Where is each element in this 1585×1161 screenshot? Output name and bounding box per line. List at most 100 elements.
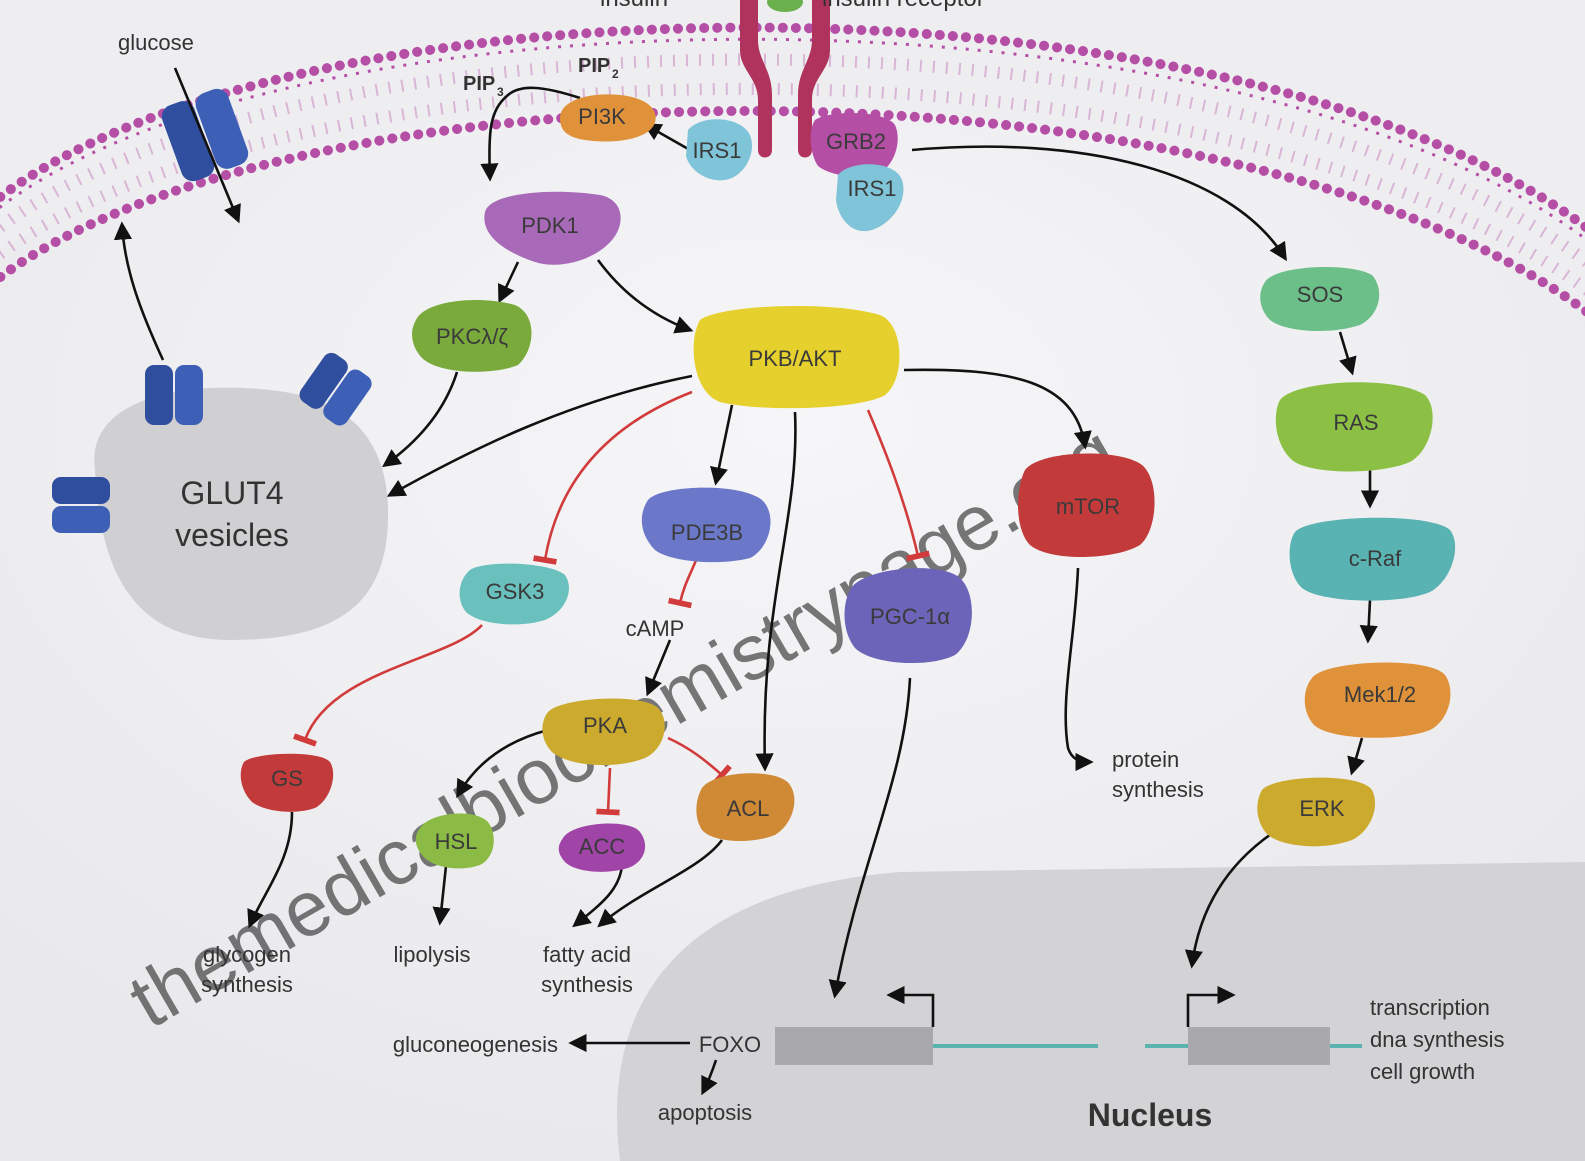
inhibit-pkb-pgc bbox=[866, 409, 931, 562]
irs1-left-label: IRS1 bbox=[693, 138, 742, 163]
inhibit-pkb-gsk3 bbox=[532, 390, 693, 565]
glut-transporter-vesicle-3 bbox=[52, 477, 110, 533]
erk-label: ERK bbox=[1299, 796, 1345, 821]
node-erk: ERK bbox=[1257, 777, 1376, 847]
apoptosis-label: apoptosis bbox=[658, 1100, 752, 1125]
acc-label: ACC bbox=[579, 834, 626, 859]
gsk3-label: GSK3 bbox=[486, 579, 545, 604]
glycogen-label-1: glycogen bbox=[203, 942, 291, 967]
edge-pkb-to-acl bbox=[755, 411, 797, 772]
pdk1-label: PDK1 bbox=[521, 213, 578, 238]
node-irs1-left: IRS1 bbox=[686, 119, 752, 181]
edge-pkb-to-pde3b bbox=[710, 404, 734, 486]
dna-synthesis-label: dna synthesis bbox=[1370, 1027, 1505, 1052]
node-pka: PKA bbox=[542, 698, 665, 766]
grb2-label: GRB2 bbox=[826, 129, 886, 154]
edge-acl-to-fatty-acid bbox=[597, 839, 724, 928]
hsl-label: HSL bbox=[435, 829, 478, 854]
glycogen-label-2: synthesis bbox=[201, 972, 293, 997]
node-ras: RAS bbox=[1275, 382, 1433, 472]
protein-synthesis-label-2: synthesis bbox=[1112, 777, 1204, 802]
insulin-receptor-label: insulin receptor bbox=[822, 0, 985, 12]
lipolysis-label: lipolysis bbox=[393, 942, 470, 967]
node-pkc: PKCλ/ζ bbox=[412, 300, 532, 372]
edge-pdk1-to-pkb bbox=[596, 259, 694, 334]
inhibit-pde3b-camp bbox=[667, 557, 699, 609]
edge-hsl-to-lipolysis bbox=[432, 865, 451, 926]
edge-pdk1-to-pkc bbox=[498, 261, 520, 304]
node-gsk3: GSK3 bbox=[459, 563, 569, 625]
protein-synthesis-label-1: protein bbox=[1112, 747, 1179, 772]
node-acc: ACC bbox=[558, 823, 646, 872]
ras-label: RAS bbox=[1333, 410, 1378, 435]
node-acl: ACL bbox=[696, 773, 795, 842]
insulin-label: insulin bbox=[600, 0, 668, 12]
pi3k-label: PI3K bbox=[578, 104, 626, 129]
mek12-label: Mek1/2 bbox=[1344, 682, 1416, 707]
pgc-1a-label: PGC-1α bbox=[870, 604, 950, 629]
insulin-receptor bbox=[740, 0, 830, 158]
pkc-label: PKCλ/ζ bbox=[436, 324, 508, 349]
edge-glucose-transport bbox=[173, 67, 241, 224]
pip3-subscript: 3 bbox=[497, 85, 504, 99]
pkb-akt-label: PKB/AKT bbox=[749, 346, 842, 371]
edge-pkc-to-glut4 bbox=[382, 371, 459, 468]
nucleus-region bbox=[617, 862, 1585, 1161]
pip3-label: PIP bbox=[463, 73, 495, 95]
c-raf-label: c-Raf bbox=[1349, 546, 1402, 571]
inhibit-pka-acl bbox=[667, 736, 732, 786]
edge-mek-to-erk bbox=[1347, 737, 1365, 776]
edge-vesicle-to-membrane bbox=[113, 221, 165, 361]
node-grb2: GRB2 bbox=[810, 113, 898, 177]
edge-pip2-to-pip3 bbox=[480, 86, 581, 182]
node-pi3k: PI3K bbox=[560, 94, 656, 142]
acl-label: ACL bbox=[727, 796, 770, 821]
node-mek12: Mek1/2 bbox=[1304, 662, 1451, 738]
fatty-acid-label-1: fatty acid bbox=[543, 942, 631, 967]
edge-erk-to-gene bbox=[1184, 826, 1281, 969]
edge-pka-to-hsl bbox=[456, 728, 549, 799]
glut-transporter-membrane bbox=[161, 88, 249, 182]
gluconeogenesis-label: gluconeogenesis bbox=[393, 1032, 558, 1057]
gs-label: GS bbox=[271, 766, 303, 791]
glut4-vesicle bbox=[94, 387, 389, 640]
glut4-label-line1: GLUT4 bbox=[180, 475, 283, 511]
pka-label: PKA bbox=[583, 713, 627, 738]
pip2-label: PIP bbox=[578, 55, 610, 77]
glucose-label: glucose bbox=[118, 30, 194, 55]
node-pgc-1a: PGC-1α bbox=[844, 568, 972, 664]
foxo-label: FOXO bbox=[699, 1032, 761, 1057]
edge-gs-to-glycogen bbox=[247, 811, 294, 929]
edge-grb2-to-sos bbox=[911, 145, 1287, 262]
edge-sos-to-ras bbox=[1338, 331, 1357, 376]
node-mtor: mTOR bbox=[1018, 453, 1155, 558]
inhibit-gsk3-gs bbox=[293, 624, 483, 747]
pip2-subscript: 2 bbox=[612, 67, 619, 81]
edge-pkb-to-mtor bbox=[903, 368, 1092, 450]
glut-transporter-vesicle-2 bbox=[299, 352, 372, 426]
pde3b-label: PDE3B bbox=[671, 520, 743, 545]
camp-label: cAMP bbox=[626, 616, 685, 641]
node-irs1-right: IRS1 bbox=[836, 164, 904, 232]
glut4-label-line2: vesicles bbox=[175, 517, 289, 553]
mtor-label: mTOR bbox=[1056, 494, 1120, 519]
inhibit-pka-acc bbox=[596, 767, 620, 816]
edge-mtor-to-protein bbox=[1064, 567, 1094, 772]
edge-irs1-to-pi3k bbox=[642, 123, 691, 152]
irs1-right-label: IRS1 bbox=[848, 176, 897, 201]
nucleus-label: Nucleus bbox=[1088, 1097, 1212, 1133]
gene-right bbox=[1145, 985, 1362, 1065]
transcription-label: transcription bbox=[1370, 995, 1490, 1020]
glut-transporter-vesicle-1 bbox=[145, 365, 203, 425]
node-sos: SOS bbox=[1260, 266, 1380, 332]
node-c-raf: c-Raf bbox=[1289, 517, 1456, 601]
edge-foxo-to-apoptosis bbox=[701, 1059, 718, 1096]
edge-craf-to-mek bbox=[1359, 599, 1378, 644]
node-gs: GS bbox=[240, 753, 334, 812]
sos-label: SOS bbox=[1297, 282, 1343, 307]
node-hsl: HSL bbox=[415, 813, 494, 869]
edge-pgc-to-gene bbox=[828, 677, 912, 999]
gene-left bbox=[775, 985, 1098, 1065]
